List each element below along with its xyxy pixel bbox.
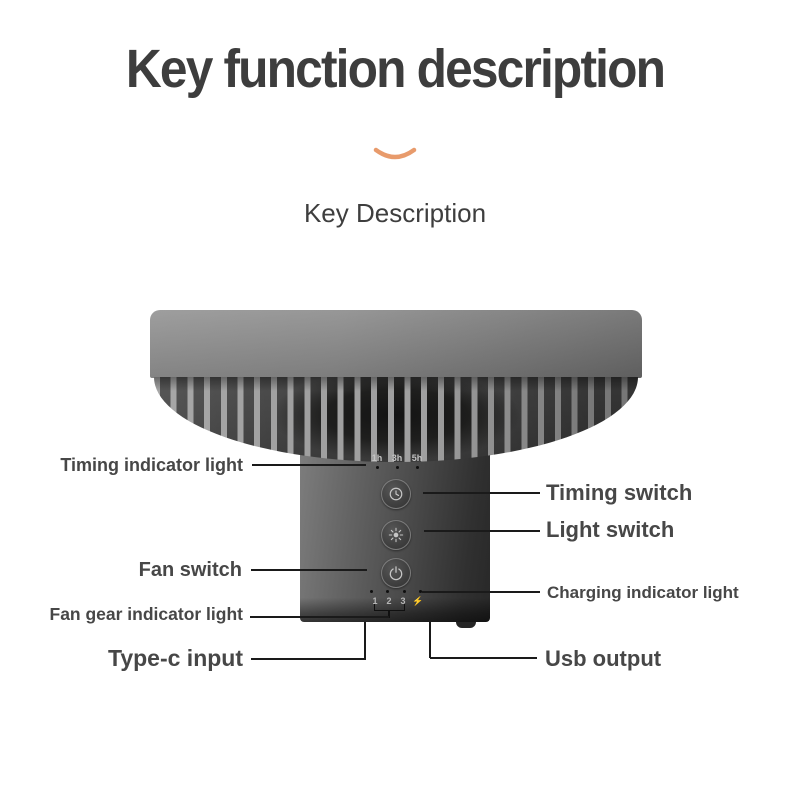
accent-smile-arc-icon xyxy=(373,147,417,160)
fan-grille xyxy=(154,377,638,462)
callout-line-fan-gear-indicator xyxy=(250,616,389,618)
gear-labels-bracket xyxy=(374,604,405,611)
timing-indicator-3h: 3h xyxy=(390,454,404,469)
label-fan-switch: Fan switch xyxy=(138,559,242,581)
callout-line-fan-switch xyxy=(251,569,367,571)
clock-icon xyxy=(387,485,405,503)
gear-3-label: 3 xyxy=(400,596,406,606)
timing-indicator-3h-label: 3h xyxy=(391,453,403,463)
indicator-dot xyxy=(418,590,422,593)
indicator-dot xyxy=(386,590,390,593)
indicator-dot xyxy=(402,590,406,593)
timing-switch-button[interactable] xyxy=(381,479,411,509)
timing-indicator-1h: 1h xyxy=(370,454,384,469)
timing-indicator-lights: 1h 3h 5h xyxy=(370,454,424,469)
sun-icon xyxy=(387,526,405,544)
callout-line-usb-vertical xyxy=(429,622,431,658)
callout-line-timing-indicator xyxy=(252,464,366,466)
gear-labels-bracket-tick xyxy=(388,610,390,618)
indicator-dot xyxy=(370,590,373,593)
label-fan-gear-indicator-light: Fan gear indicator light xyxy=(49,604,244,624)
gear-indicator-dots xyxy=(370,590,422,593)
light-switch-button[interactable] xyxy=(381,520,411,550)
timing-indicator-5h: 5h xyxy=(410,454,424,469)
timing-indicator-1h-label: 1h xyxy=(371,453,383,463)
label-timing-indicator-light: Timing indicator light xyxy=(60,455,243,475)
callout-line-type-c xyxy=(251,658,366,660)
callout-line-type-c-vertical xyxy=(364,622,366,659)
indicator-dot xyxy=(375,466,379,469)
label-usb-output: Usb output xyxy=(545,646,662,671)
lightning-bolt-icon: ⚡ xyxy=(412,596,424,606)
timing-indicator-5h-label: 5h xyxy=(411,453,423,463)
fan-head-housing xyxy=(150,310,642,378)
callout-line-charging-indicator xyxy=(422,591,540,593)
fan-switch-button[interactable] xyxy=(381,558,411,588)
label-type-c-input: Type-c input xyxy=(107,645,243,671)
gear-indicator-labels: 1 2 3 ⚡ xyxy=(370,596,424,607)
indicator-dot xyxy=(395,466,399,469)
label-timing-switch: Timing switch xyxy=(546,480,693,505)
gear-1-label: 1 xyxy=(372,596,378,606)
indicator-dot xyxy=(415,466,419,469)
callout-line-usb xyxy=(430,657,537,659)
page-subtitle: Key Description xyxy=(303,198,487,228)
callout-line-timing-switch xyxy=(423,492,540,494)
power-icon xyxy=(387,564,405,582)
label-light-switch: Light switch xyxy=(546,517,675,542)
gear-2-label: 2 xyxy=(386,596,392,606)
label-charging-indicator-light: Charging indicator light xyxy=(547,583,739,602)
callout-line-light-switch xyxy=(424,530,540,532)
page-title: Key function description xyxy=(125,39,666,99)
